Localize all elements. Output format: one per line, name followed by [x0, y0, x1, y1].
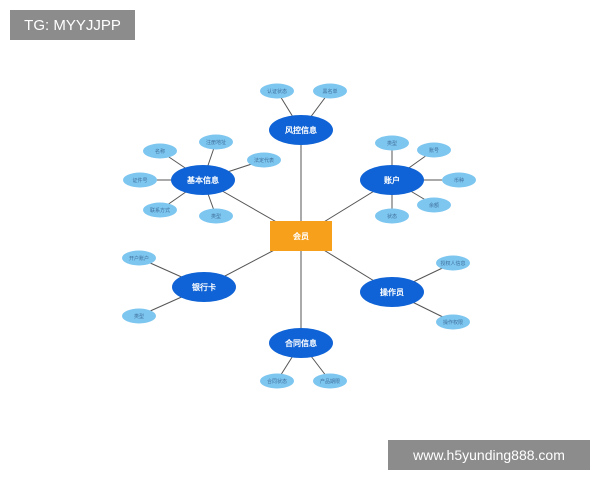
branch-node-basic: 基本信息 [171, 165, 235, 195]
leaf-node-shape [122, 308, 156, 324]
leaf-node-operator-0: 授权人信息 [436, 255, 470, 271]
leaf-node-account-4: 状态 [375, 208, 409, 224]
leaf-node-shape [442, 172, 476, 188]
leaf-node-contract-1: 产品期限 [313, 373, 347, 389]
leaf-node-label: 注册地址 [206, 139, 226, 146]
leaf-node-shape [260, 373, 294, 389]
leaf-node-shape [436, 314, 470, 330]
leaf-node-label: 法定代表 [254, 157, 274, 164]
branch-node-contract: 合同信息 [269, 328, 333, 358]
leaf-node-account-3: 余额 [417, 197, 451, 213]
branch-node-label: 账户 [383, 175, 400, 185]
leaf-node-label: 黑名单 [322, 88, 337, 95]
leaf-node-bankcard-0: 开户账户 [122, 250, 156, 266]
leaf-node-operator-1: 操作权限 [436, 314, 470, 330]
branch-node-label: 银行卡 [191, 282, 216, 292]
leaf-node-label: 操作权限 [443, 319, 463, 326]
branch-node-label: 操作员 [380, 287, 404, 297]
branch-node-shape [269, 115, 333, 145]
branch-node-shape [360, 277, 424, 307]
branch-node-shape [171, 165, 235, 195]
leaf-node-label: 授权人信息 [440, 260, 465, 267]
leaf-node-label: 类型 [387, 140, 397, 147]
leaf-node-shape [313, 373, 347, 389]
leaf-nodes: 认证状态黑名单类型账号币种余额状态授权人信息操作权限合同状态产品期限开户账户类型… [122, 83, 476, 389]
leaf-node-shape [123, 172, 157, 188]
leaf-node-label: 认证状态 [267, 88, 287, 95]
leaf-node-shape [417, 142, 451, 158]
leaf-node-label: 类型 [211, 213, 221, 220]
branch-node-shape [172, 272, 236, 302]
leaf-node-basic-4: 联系方式 [143, 202, 177, 218]
leaf-node-label: 联系方式 [150, 207, 170, 214]
branch-node-bankcard: 银行卡 [172, 272, 236, 302]
leaf-node-risk-1: 黑名单 [313, 83, 347, 99]
branch-node-risk: 风控信息 [269, 115, 333, 145]
leaf-node-label: 开户账户 [129, 255, 149, 262]
center-node [270, 221, 332, 251]
branch-node-label: 基本信息 [186, 175, 219, 185]
center-node-group: 会员 [270, 221, 332, 251]
watermark-bottom-right: www.h5yunding888.com [388, 440, 590, 470]
leaf-node-label: 余额 [429, 202, 439, 209]
leaf-node-risk-0: 认证状态 [260, 83, 294, 99]
leaf-node-shape [375, 208, 409, 224]
leaf-node-account-0: 类型 [375, 135, 409, 151]
leaf-node-shape [199, 134, 233, 150]
leaf-node-shape [143, 143, 177, 159]
center-node-label: 会员 [293, 231, 309, 241]
leaf-node-label: 币种 [454, 177, 464, 184]
leaf-node-shape [199, 208, 233, 224]
branch-node-label: 风控信息 [285, 125, 317, 135]
leaf-node-basic-5: 类型 [199, 208, 233, 224]
leaf-node-basic-1: 注册地址 [199, 134, 233, 150]
leaf-node-account-2: 币种 [442, 172, 476, 188]
leaf-node-basic-0: 名称 [143, 143, 177, 159]
leaf-node-shape [417, 197, 451, 213]
leaf-node-shape [247, 152, 281, 168]
branch-node-shape [360, 165, 424, 195]
leaf-node-label: 产品期限 [320, 378, 340, 385]
leaf-node-contract-0: 合同状态 [260, 373, 294, 389]
leaf-node-label: 合同状态 [267, 378, 287, 385]
leaf-node-label: 账号 [429, 147, 439, 154]
leaf-node-shape [143, 202, 177, 218]
leaf-node-shape [375, 135, 409, 151]
leaf-node-label: 名称 [155, 148, 165, 155]
leaf-node-label: 状态 [387, 213, 397, 220]
leaf-node-shape [313, 83, 347, 99]
leaf-node-basic-2: 法定代表 [247, 152, 281, 168]
branch-node-operator: 操作员 [360, 277, 424, 307]
leaf-node-account-1: 账号 [417, 142, 451, 158]
branch-node-shape [269, 328, 333, 358]
leaf-node-basic-3: 证件号 [123, 172, 157, 188]
branch-node-account: 账户 [360, 165, 424, 195]
leaf-node-bankcard-1: 类型 [122, 308, 156, 324]
watermark-top-left: TG: MYYJJPP [10, 10, 135, 40]
leaf-node-label: 类型 [134, 313, 144, 320]
leaf-node-shape [260, 83, 294, 99]
leaf-node-shape [436, 255, 470, 271]
branch-node-label: 合同信息 [284, 338, 317, 348]
leaf-node-shape [122, 250, 156, 266]
leaf-node-label: 证件号 [132, 177, 147, 184]
